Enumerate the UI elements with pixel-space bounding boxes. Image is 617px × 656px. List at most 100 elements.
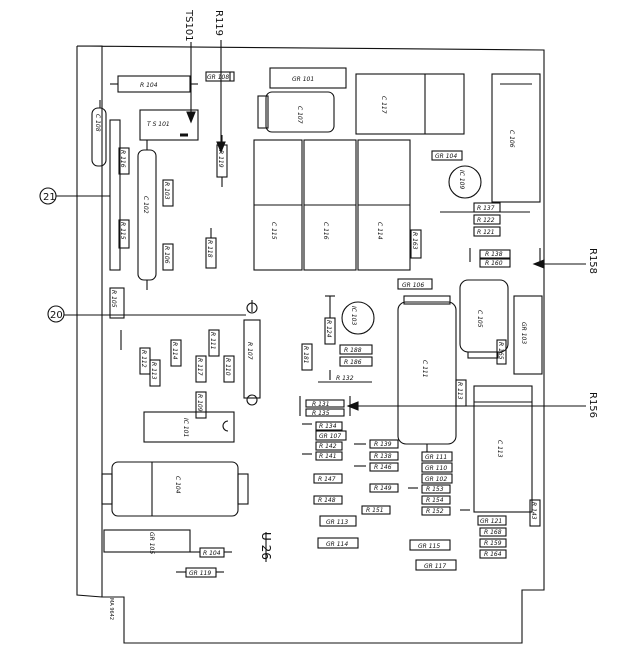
label-gr114: GR 114 xyxy=(326,541,348,548)
resistor-r106 xyxy=(162,243,174,271)
label-c103: IC 103 xyxy=(350,306,357,326)
label-c107: C 107 xyxy=(296,106,303,124)
resistor-r138b xyxy=(369,451,399,461)
label-r134: R 134 xyxy=(319,423,337,430)
label-c111: C 111 xyxy=(421,360,428,378)
label-r111: R 111 xyxy=(209,332,216,350)
label-r122: R 122 xyxy=(477,217,495,224)
label-r164: R 164 xyxy=(484,551,502,558)
resistor-r163 xyxy=(410,229,422,259)
diode-gr114 xyxy=(317,537,359,549)
label-r104b: R 104 xyxy=(203,550,221,557)
label-r138b: R 138 xyxy=(374,453,392,460)
label-c116: C 116 xyxy=(322,222,329,240)
label-gr110: GR 110 xyxy=(425,465,447,472)
callout-marker-21 xyxy=(39,187,57,205)
label-r105: R 105 xyxy=(110,290,117,308)
callout-label-r158: R158 xyxy=(587,248,598,274)
label-gr111: GR 111 xyxy=(425,454,447,461)
ic-c103 xyxy=(341,301,375,335)
resistor-r110 xyxy=(223,355,235,383)
label-r132: R 132 xyxy=(336,375,354,382)
link-21 xyxy=(109,119,121,271)
label-gr102: GR 102 xyxy=(425,476,447,483)
resistor-r159 xyxy=(479,538,507,548)
resistor-r138 xyxy=(479,249,511,259)
label-c114: C 114 xyxy=(376,222,383,240)
label-r186: R 186 xyxy=(344,359,362,366)
resistor-r114 xyxy=(170,339,182,367)
capacitor-c108 xyxy=(91,107,107,167)
capacitor-c107 xyxy=(265,91,335,133)
diode-gr102 xyxy=(421,473,453,484)
label-r137: R 137 xyxy=(477,205,495,212)
transistor-ts101 xyxy=(139,109,199,141)
label-r143: R 143 xyxy=(530,502,537,520)
capacitor-c117 xyxy=(355,73,465,135)
label-r135: R 135 xyxy=(312,410,330,417)
resistor-r143 xyxy=(529,499,541,527)
resistor-r139 xyxy=(369,439,399,449)
label-r153: R 153 xyxy=(426,486,444,493)
label-r109: R 109 xyxy=(196,394,203,412)
diode-gr101 xyxy=(269,67,347,89)
label-c106: C 106 xyxy=(508,130,515,148)
resistor-r103 xyxy=(162,179,174,207)
label-c117: C 117 xyxy=(380,96,387,114)
label-r151: R 151 xyxy=(366,507,384,514)
resistor-r134 xyxy=(315,421,343,431)
diode-gr105 xyxy=(103,529,191,553)
diode-gr103 xyxy=(513,295,543,375)
label-r113: R 113 xyxy=(150,362,157,380)
capacitor-c102 xyxy=(137,149,157,281)
label-r131: R 131 xyxy=(312,401,330,408)
label-r138: R 138 xyxy=(485,251,503,258)
resistor-r186 xyxy=(339,356,373,367)
label-c115: C 115 xyxy=(270,222,277,240)
diode-gr121 xyxy=(477,515,507,526)
label-r119: R 119 xyxy=(217,150,224,168)
label-gr105: GR 105 xyxy=(148,532,155,554)
resistor-r113 xyxy=(149,359,161,387)
label-c108: C 108 xyxy=(94,114,101,132)
label-r116: R 116 xyxy=(119,150,126,168)
ic-ic101 xyxy=(143,411,235,443)
label-gr117: GR 117 xyxy=(424,563,446,570)
callout-marker-20 xyxy=(47,305,65,323)
label-r115: R 115 xyxy=(119,222,126,240)
resistor-r146 xyxy=(369,462,399,472)
label-gr106: GR 106 xyxy=(402,282,424,289)
diode-gr106 xyxy=(397,278,433,290)
label-gr104: GR 104 xyxy=(435,153,457,160)
resistor-r164 xyxy=(479,549,507,559)
label-r141: R 141 xyxy=(319,453,337,460)
drawing-number: MA 9642 xyxy=(108,598,114,620)
callout-label-ts101: TS101 xyxy=(183,9,194,42)
label-r113-side: R 113 xyxy=(456,382,463,400)
resistor-r154 xyxy=(421,495,451,505)
resistor-r152 xyxy=(421,506,451,516)
label-ts101: T S 101 xyxy=(147,121,170,128)
label-r152: R 152 xyxy=(426,508,444,515)
resistor-r141 xyxy=(315,451,343,461)
label-ic101: IC 101 xyxy=(182,418,189,437)
resistor-r148 xyxy=(313,495,343,505)
label-gr113: GR 113 xyxy=(326,519,348,526)
callout-label-21: 21 xyxy=(43,192,56,203)
resistor-r188 xyxy=(339,344,373,355)
resistor-r153 xyxy=(421,484,451,494)
label-gr115: GR 115 xyxy=(418,543,440,550)
label-r117: R 117 xyxy=(196,358,203,376)
diode-gr108 xyxy=(205,71,235,82)
label-r159: R 159 xyxy=(484,540,502,547)
resistor-r135 xyxy=(305,408,345,417)
label-r163: R 163 xyxy=(411,232,418,250)
label-r142: R 142 xyxy=(319,443,337,450)
resistor-r111 xyxy=(208,329,220,357)
label-r103: R 103 xyxy=(163,182,170,200)
label-r124: R 124 xyxy=(325,320,332,338)
diode-gr104 xyxy=(431,150,463,161)
ic-c109 xyxy=(448,165,482,199)
resistor-r115 xyxy=(118,219,130,249)
label-gr103: GR 103 xyxy=(520,322,527,344)
